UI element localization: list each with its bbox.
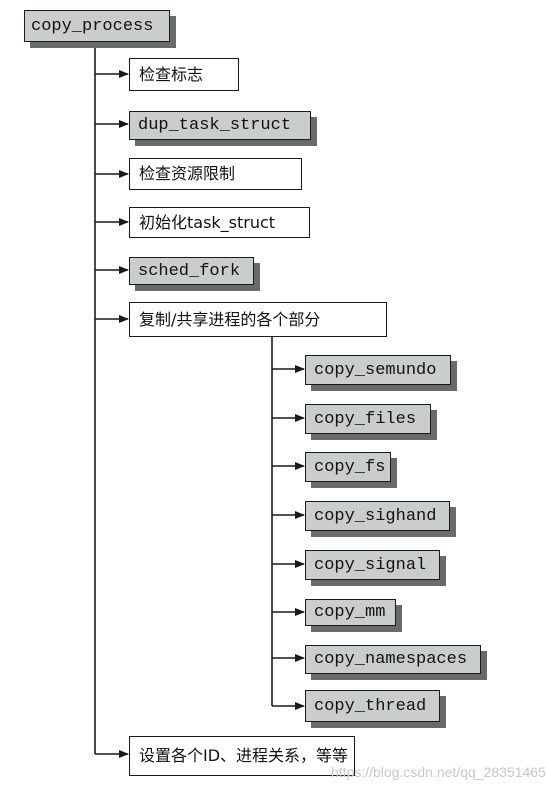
node-copy-fs: copy_fs	[305, 452, 391, 482]
node-copy-semundo: copy_semundo	[305, 355, 451, 385]
node-set-ids-relations: 设置各个ID、进程关系，等等	[129, 736, 355, 776]
node-dup-task-struct: dup_task_struct	[129, 111, 311, 140]
node-check-resource-limits: 检查资源限制	[129, 158, 302, 190]
node-copy-sighand: copy_sighand	[305, 501, 450, 531]
node-copy-signal: copy_signal	[305, 550, 440, 580]
node-copy-namespaces: copy_namespaces	[305, 645, 481, 674]
node-copy-share-parts: 复制/共享进程的各个部分	[129, 302, 387, 337]
node-init-task-struct: 初始化task_struct	[129, 207, 310, 238]
node-copy-mm: copy_mm	[305, 599, 396, 626]
node-check-flags: 检查标志	[129, 58, 239, 91]
watermark-text: https://blog.csdn.net/qq_28351465	[331, 764, 546, 780]
node-copy-files: copy_files	[305, 404, 431, 434]
node-copy-process: copy_process	[24, 10, 170, 42]
node-sched-fork: sched_fork	[129, 257, 254, 285]
node-copy-thread: copy_thread	[305, 690, 440, 722]
